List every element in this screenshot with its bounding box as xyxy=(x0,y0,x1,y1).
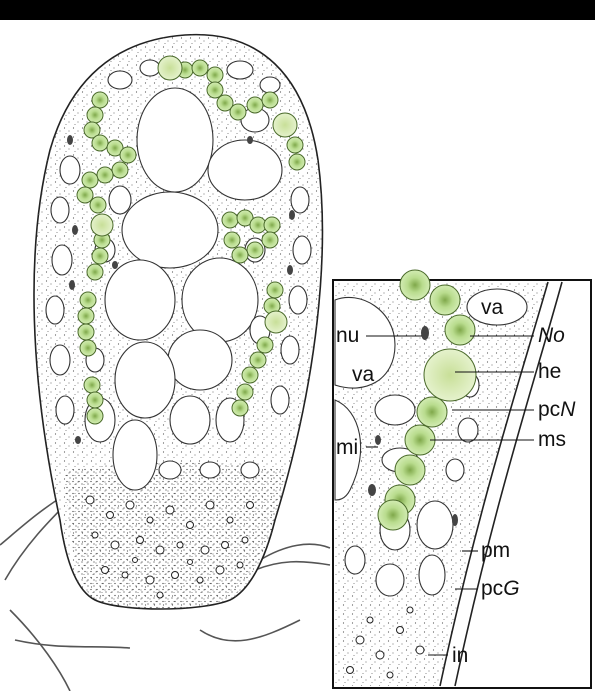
label-pcG-prefix: pc xyxy=(481,577,503,600)
label-plasma-membrane: pm xyxy=(481,540,510,561)
label-symbiosome-membrane: ms xyxy=(538,429,566,450)
label-heterocyst: he xyxy=(538,361,561,382)
label-vacuole-top: va xyxy=(481,297,503,318)
label-pcN-prefix: pc xyxy=(538,398,560,421)
label-pcN-suffix: N xyxy=(560,398,575,421)
label-inclusions: in xyxy=(452,645,468,666)
label-nostoc: No xyxy=(538,325,565,346)
label-pcG-suffix: G xyxy=(503,577,519,600)
label-geosiphon-cell-wall: pcG xyxy=(481,578,520,599)
label-mitochondrion: mi xyxy=(336,437,358,458)
label-vacuole-left: va xyxy=(352,364,374,385)
label-nostoc-periplasm: pcN xyxy=(538,399,575,420)
label-nucleus: nu xyxy=(336,325,359,346)
